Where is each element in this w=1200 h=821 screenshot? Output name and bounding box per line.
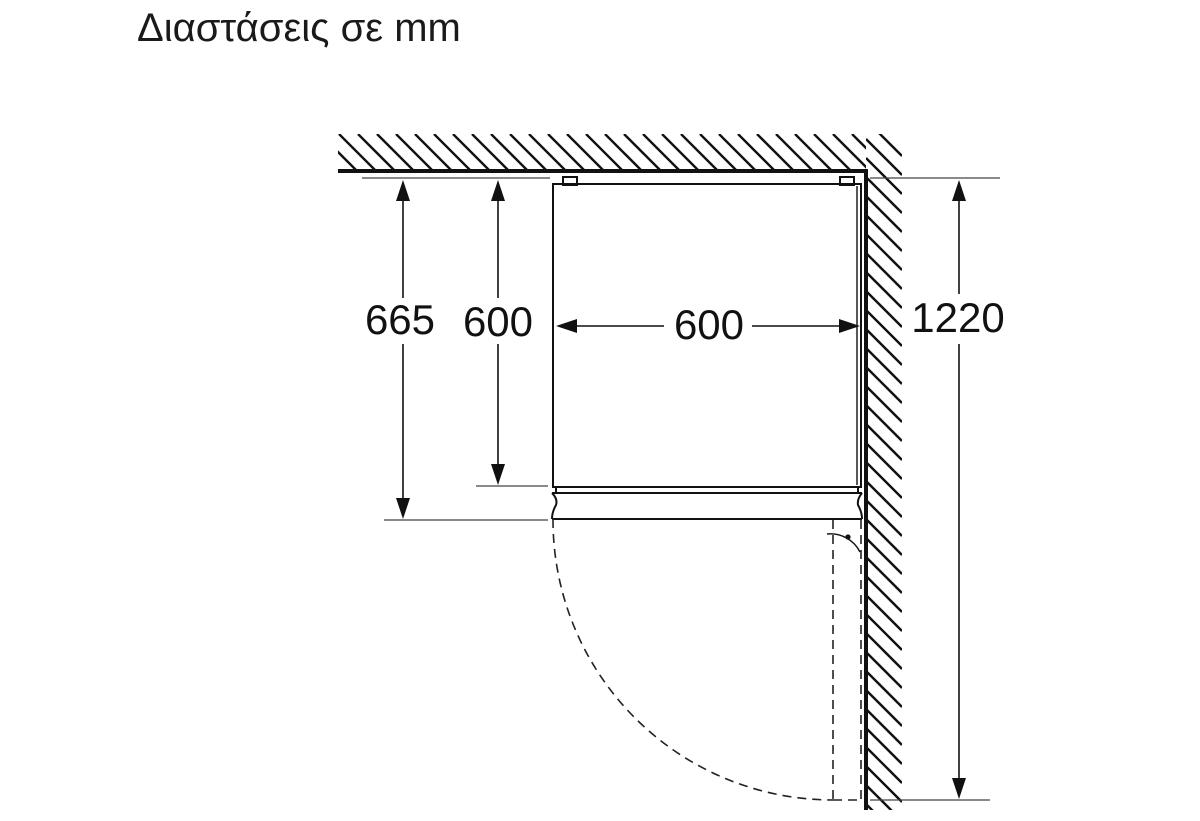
wall-hatch-line [376,134,414,170]
extension-lines [362,177,1000,801]
wall-hatch-line [414,134,452,170]
wall-hatch-line [718,134,756,170]
wall-hatch-line [866,347,902,385]
wall-hatch-line [866,271,902,309]
wall-hatch-line [357,134,395,170]
wall-hatch-line [866,499,902,537]
wall-hatch-line [642,134,680,170]
appliance-door [551,487,863,520]
wall-hatch-line [566,134,604,170]
wall-hatch-line [866,461,902,499]
wall-hatch-line [775,134,813,170]
wall-hatch-line [866,366,902,404]
arrow-1220-bottom [952,778,966,799]
wall-hatch-line [604,134,642,170]
wall-hatch-line [866,575,902,613]
door-edge-right [856,492,863,520]
right-wall [864,134,902,810]
door-swing [552,518,862,801]
wall-hatch-line [866,765,902,803]
cabinet-outline [552,183,862,488]
wall-hatch-line [452,134,490,170]
wall-hatch-line [832,134,866,169]
page-title: Διαστάσεις σε mm [137,6,461,50]
wall-hatch-line [866,556,902,594]
wall-hatch-line [866,309,902,347]
wall-hatch-line [866,176,902,214]
wall-hatch-line [395,134,433,170]
wall-hatch-line [866,195,902,233]
wall-hatch-line [866,157,902,195]
arrow-665-top [396,180,410,201]
wall-hatch-line [471,134,509,170]
wall-hatch-line [866,442,902,480]
wall-hatch-line [585,134,623,170]
wall-hatch-line [866,537,902,575]
wall-hatch-line [338,150,357,170]
arrow-600-depth-bottom [491,464,505,485]
dimension-600-width-label: 600 [674,301,744,348]
wall-hatch-line [509,134,547,170]
wall-hatch-line [547,134,585,170]
wall-hatch-line [813,134,851,170]
arrow-width-left [556,319,577,333]
top-wall [338,134,926,173]
dimension-665-label: 665 [365,296,435,343]
wall-hatch-line [866,651,902,689]
arrow-width-right [839,319,860,333]
wall-hatch-line [433,134,471,170]
wall-hatch-line [866,594,902,632]
wall-hatch-line [866,803,874,810]
right-angle-arc [826,533,861,553]
wall-hatch-line [866,632,902,670]
wall-hatch-line [528,134,566,170]
wall-hatch-line [866,480,902,518]
wall-hatch-line [866,670,902,708]
appliance-body [552,176,862,488]
wall-hatch-line [866,689,902,727]
wall-hatch-line [866,404,902,442]
wall-hatch-line [866,214,902,252]
wall-hatch-line [680,134,718,170]
wall-hatch-line [866,613,902,651]
arrow-1220-top [952,180,966,201]
wall-hatch-line [338,134,376,170]
wall-hatch-line [866,518,902,556]
wall-hatch-line [866,727,902,765]
wall-hatch-line [866,708,902,746]
wall-hatch-line [866,385,902,423]
dimension-600-depth-label: 600 [463,298,533,345]
wall-hatch-line [490,134,528,170]
wall-hatch-line [661,134,699,170]
door-swing-arc [552,518,834,801]
wall-hatch-line [866,290,902,328]
wall-hatch-line [866,252,902,290]
right-angle-dot [845,534,851,540]
arrow-600-depth-top [491,180,505,201]
wall-hatch-line [699,134,737,170]
dimension-lines [396,180,966,799]
wall-hatch-line [878,134,902,157]
wall-hatch-line [866,423,902,461]
wall-hatch-line [866,328,902,366]
wall-hatch-line [866,233,902,271]
wall-hatch-line [756,134,794,170]
door-edge-left [551,492,558,520]
arrow-665-bottom [396,498,410,519]
wall-hatch-line [851,134,866,150]
wall-hatch-line [737,134,775,170]
wall-hatch-line [794,134,832,170]
wall-hatch-line [866,138,902,176]
wall-hatch-line [871,134,907,170]
dimension-1220-label: 1220 [911,294,1004,341]
wall-hatch-line [866,746,902,784]
wall-hatch-line [866,784,893,810]
wall-hatch-line [890,134,926,170]
wall-hatch-line [623,134,661,170]
